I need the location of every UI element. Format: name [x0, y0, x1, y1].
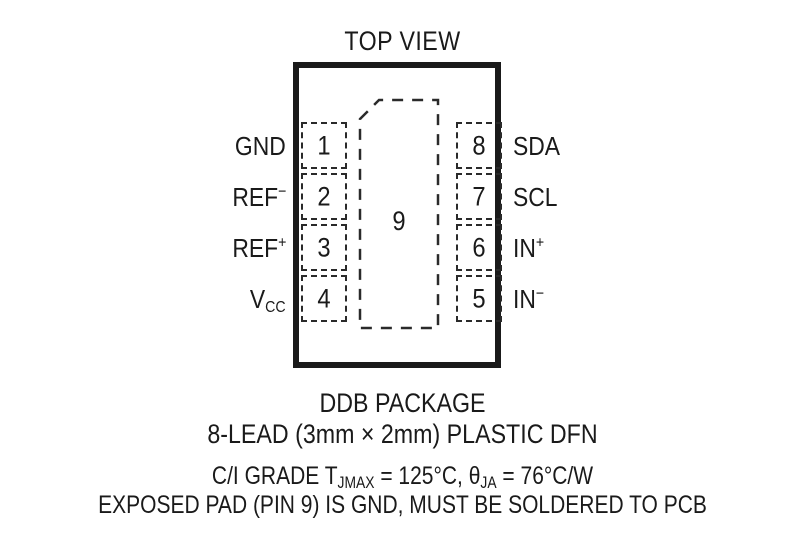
pin-pad-7: 7: [456, 173, 502, 220]
pin-number-2: 2: [317, 181, 331, 211]
pin-pad-1: 1: [301, 122, 347, 169]
page-title: TOP VIEW: [344, 26, 461, 56]
pin-label-sda: SDA: [513, 133, 560, 159]
pin-label-ref-plus: REF+: [231, 233, 286, 263]
pin-label-ref-plus-text: REF: [231, 233, 278, 263]
exposed-pad-note: EXPOSED PAD (PIN 9) IS GND, MUST BE SOLD…: [98, 490, 707, 519]
pin-label-ref-plus-sup: +: [277, 233, 286, 252]
pin-label-vcc-sub: CC: [265, 297, 286, 316]
pin-label-ref-minus: REF−: [231, 182, 286, 212]
pin-pad-4: 4: [301, 275, 347, 322]
pin-label-ref-minus-text: REF: [231, 182, 278, 212]
pin-pad-5: 5: [456, 275, 502, 322]
pin-label-gnd-text: GND: [235, 131, 286, 161]
pin-number-5: 5: [472, 283, 486, 313]
pin-number-8: 8: [472, 130, 486, 160]
thermal-grade-prefix: C/I GRADE T: [211, 462, 338, 490]
pin-label-scl-text: SCL: [513, 182, 558, 212]
package-name: DDB PACKAGE: [319, 388, 486, 418]
pin-pad-6: 6: [456, 224, 502, 271]
pin-number-6: 6: [472, 232, 486, 262]
package-body-outline: [293, 62, 501, 368]
pin-number-1: 1: [317, 130, 331, 160]
pin-label-ref-minus-sup: −: [277, 182, 286, 201]
pin-label-gnd: GND: [235, 133, 286, 159]
pin-label-in-minus: IN−: [513, 284, 545, 314]
pin-label-scl: SCL: [513, 184, 558, 210]
pin-label-in-plus: IN+: [513, 233, 545, 263]
pin-number-4: 4: [317, 283, 331, 313]
pin-label-in-plus-sup: +: [535, 233, 545, 252]
exposed-pad-outline: 9: [358, 98, 440, 330]
pin-pad-2: 2: [301, 173, 347, 220]
pin-number-7: 7: [472, 181, 486, 211]
pin-label-in-plus-text: IN: [513, 233, 536, 263]
theta-subscript: JA: [480, 473, 497, 492]
pin-label-vcc-text: V: [250, 284, 266, 314]
thermal-caption: C/I GRADE TJMAX = 125°C, θJA = 76°C/W EX…: [0, 462, 805, 519]
pin-number-3: 3: [317, 232, 331, 262]
package-caption: DDB PACKAGE 8-LEAD (3mm × 2mm) PLASTIC D…: [0, 388, 805, 450]
thermal-grade-value: = 125°C,: [374, 462, 469, 490]
theta-value: = 76°C/W: [496, 462, 594, 490]
pin-label-vcc: VCC: [250, 284, 286, 315]
package-description: 8-LEAD (3mm × 2mm) PLASTIC DFN: [207, 418, 598, 449]
pin-pad-8: 8: [456, 122, 502, 169]
pin-label-sda-text: SDA: [513, 131, 561, 161]
thermal-grade-subscript: JMAX: [337, 473, 375, 492]
theta-symbol: θ: [468, 462, 481, 490]
pin-label-in-minus-text: IN: [513, 284, 536, 314]
pin-label-in-minus-sup: −: [535, 284, 545, 303]
pin-pad-3: 3: [301, 224, 347, 271]
exposed-pad-number: 9: [392, 206, 406, 236]
thermal-spec: C/I GRADE TJMAX = 125°C, θJA = 76°C/W: [64, 462, 740, 491]
